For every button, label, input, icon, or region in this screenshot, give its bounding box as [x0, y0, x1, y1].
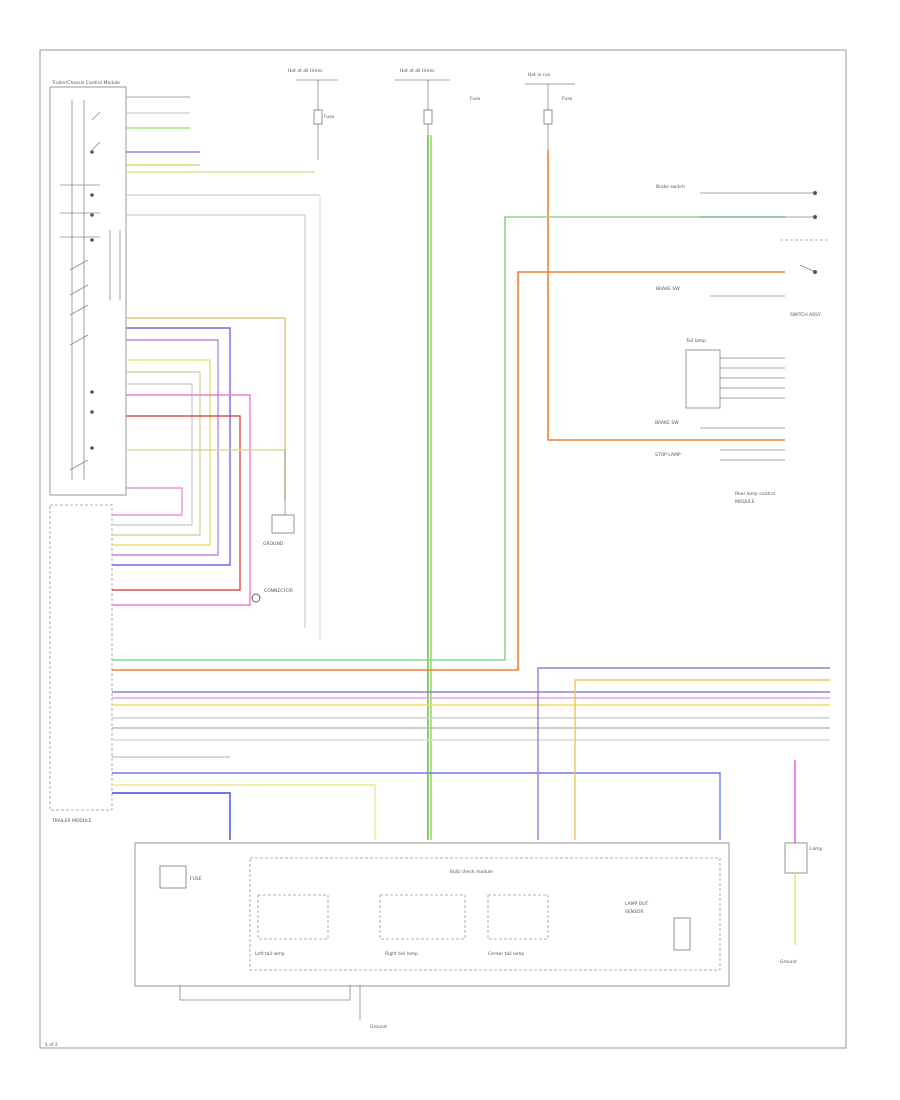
diagram-border	[39, 49, 847, 1049]
svg-text:SWITCH ASSY: SWITCH ASSY	[790, 312, 821, 318]
svg-text:STOP LAMP: STOP LAMP	[655, 452, 681, 458]
svg-text:Right tail lamp: Right tail lamp	[385, 951, 418, 957]
svg-text:Hot in run: Hot in run	[528, 72, 551, 78]
svg-text:Ground: Ground	[780, 959, 797, 965]
svg-text:BRAKE SW: BRAKE SW	[656, 286, 680, 292]
svg-text:Lamp: Lamp	[810, 846, 823, 852]
top-feed-3: Hot in run Fuse	[525, 72, 575, 150]
connector-left-mid: CONNECTOR	[251, 588, 293, 603]
ground-left-block: GROUND	[263, 450, 295, 547]
svg-text:FUSE: FUSE	[190, 876, 202, 882]
footer-code: 1 of 2	[45, 1042, 58, 1048]
svg-text:CONNECTOR: CONNECTOR	[264, 588, 293, 594]
brake-switch-right: Brake switch BRAKE SW SWITCH ASSY	[656, 184, 830, 318]
svg-text:TRAILER MODULE: TRAILER MODULE	[51, 818, 92, 824]
top-feed-2: Hot at all times Fuse	[395, 68, 481, 135]
svg-text:Fuse: Fuse	[324, 114, 335, 120]
horizontal-bus	[112, 667, 830, 840]
left-module-label: Trailer/Chassis Control Module	[51, 80, 120, 86]
svg-text:Left tail lamp: Left tail lamp	[255, 951, 285, 957]
svg-text:BRAKE SW: BRAKE SW	[655, 420, 679, 426]
svg-text:Tail lamp: Tail lamp	[685, 338, 706, 344]
svg-text:Ground: Ground	[370, 1024, 387, 1030]
svg-text:Rear lamp control: Rear lamp control	[735, 491, 775, 497]
left-harness	[112, 317, 286, 606]
svg-text:Brake switch: Brake switch	[656, 184, 685, 190]
svg-text:GROUND: GROUND	[263, 541, 284, 547]
ground-bottom: Ground	[179, 985, 387, 1030]
svg-text:Fuse: Fuse	[562, 96, 573, 102]
svg-text:LAMP OUT: LAMP OUT	[625, 901, 649, 907]
svg-text:Hot at all times: Hot at all times	[288, 68, 323, 74]
top-feed-1: Hot at all times Fuse	[288, 68, 338, 160]
lower-left-module	[49, 504, 113, 811]
right-lamp: Lamp Ground	[780, 760, 823, 965]
bottom-module: Bulb check module FUSE Left tail lamp Ri…	[134, 842, 730, 987]
svg-text:SENSOR: SENSOR	[625, 909, 644, 915]
left-wire-leads	[126, 96, 321, 640]
svg-text:Center tail lamp: Center tail lamp	[488, 951, 524, 957]
tail-lamp-module: Tail lamp	[685, 338, 785, 409]
svg-text:MODULE: MODULE	[735, 499, 755, 505]
svg-text:Bulb check module: Bulb check module	[450, 869, 493, 875]
rear-module-right: BRAKE SW STOP LAMP Rear lamp control MOD…	[655, 420, 785, 505]
svg-text:Fuse: Fuse	[470, 96, 481, 102]
main-verticals	[112, 135, 785, 840]
left-module: Trailer/Chassis Control Module	[49, 80, 127, 496]
svg-text:Hot at all times: Hot at all times	[400, 68, 435, 74]
